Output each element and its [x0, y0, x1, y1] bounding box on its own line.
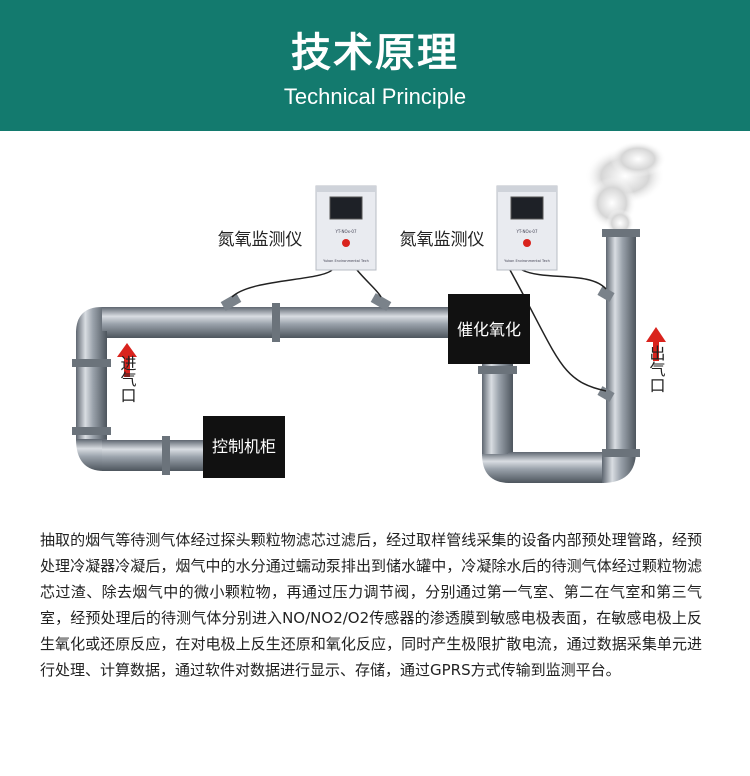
svg-text:Yukon Environmental Tech: Yukon Environmental Tech: [323, 259, 369, 263]
page-subtitle: Technical Principle: [283, 84, 467, 109]
analyzer-device-2: YT-NOx-07 Yukon Environmental Tech: [496, 185, 558, 271]
analyzer-label-2: 氮氧监测仪: [400, 230, 485, 250]
svg-text:催化氧化: 催化氧化: [457, 320, 521, 339]
analyzer-device-1: YT-NOx-07 Yukon Environmental Tech: [315, 185, 377, 271]
inlet-label: 进气口: [118, 355, 137, 403]
outlet-arrow-icon: [646, 327, 666, 361]
outlet-label: 出气口: [647, 345, 666, 393]
control-cabinet-box: 控制机柜: [203, 416, 285, 478]
principle-description: 抽取的烟气等待测气体经过探头颗粒物滤芯过滤后，经过取样管线采集的设备内部预处理管…: [40, 531, 702, 679]
principle-diagram: YT-NOx-07 Yukon Environmental Tech 氮氧监测仪…: [72, 141, 666, 483]
smoke-plume: [585, 141, 666, 237]
catalytic-oxidation-box: 催化氧化: [448, 294, 530, 364]
svg-text:Yukon Environmental Tech: Yukon Environmental Tech: [504, 259, 550, 263]
pipeline: [72, 229, 640, 483]
svg-text:控制机柜: 控制机柜: [212, 437, 276, 456]
svg-text:YT-NOx-07: YT-NOx-07: [515, 229, 537, 234]
svg-text:YT-NOx-07: YT-NOx-07: [334, 229, 356, 234]
analyzer-label-1: 氮氧监测仪: [218, 230, 303, 250]
inlet-arrow-icon: [117, 343, 137, 377]
page-title: 技术原理: [291, 30, 459, 76]
header-banner: 技术原理 Technical Principle: [0, 0, 750, 131]
